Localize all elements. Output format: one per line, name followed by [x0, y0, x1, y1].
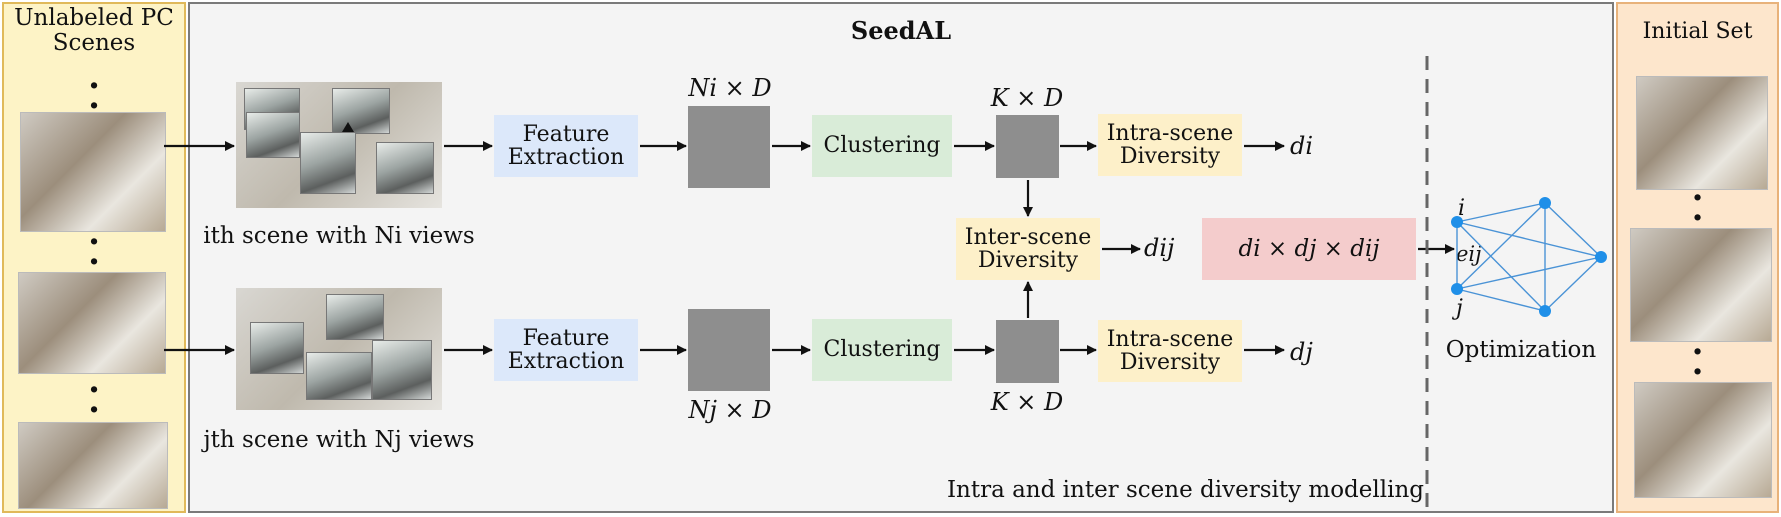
view-thumbnail: [300, 132, 356, 194]
initial-set-thumbnail: [1636, 76, 1768, 190]
graph-node: [1539, 305, 1551, 317]
cluster-matrix-i: [996, 115, 1059, 178]
camera-marker: [342, 122, 354, 132]
scene-thumbnail: [18, 422, 168, 509]
right-panel-title: Initial Set: [1642, 19, 1753, 44]
feature-matrix-j-label: Nj × D: [688, 396, 772, 424]
graph-node: [1451, 216, 1463, 228]
graph-node: [1595, 251, 1607, 263]
scene-j-views: [236, 288, 442, 410]
feature-matrix-j: [688, 309, 770, 391]
feature-extraction-box-i: Feature Extraction: [494, 115, 638, 177]
diversity-modelling-caption: Intra and inter scene diversity modellin…: [946, 477, 1424, 503]
optimization-graph: [1456, 202, 1602, 312]
seedal-title: SeedAL: [850, 16, 952, 45]
d-ij-output: dij: [1144, 234, 1175, 262]
view-thumbnail: [250, 322, 304, 374]
scene-thumbnail: [20, 112, 166, 232]
feature-matrix-i-label: Ni × D: [688, 74, 772, 102]
d-i-output: di: [1290, 132, 1314, 160]
graph-node: [1539, 197, 1551, 209]
view-thumbnail: [246, 112, 300, 158]
diversity-product-box: di × dj × dij: [1202, 218, 1416, 280]
scene-i-views: [236, 82, 442, 208]
feature-extraction-box-j: Feature Extraction: [494, 319, 638, 381]
edge-eij-label: eij: [1456, 242, 1482, 266]
clustering-box-j: Clustering: [812, 319, 952, 381]
graph-node: [1451, 283, 1463, 295]
initial-set-thumbnail: [1630, 228, 1772, 342]
initial-set-thumbnail: [1634, 382, 1772, 498]
view-thumbnail: [332, 88, 390, 134]
cluster-matrix-j-label: K × D: [990, 388, 1064, 416]
left-panel-title: Unlabeled PC Scenes: [14, 5, 174, 57]
d-j-output: dj: [1290, 338, 1313, 366]
scene-i-caption: ith scene with Ni views: [203, 223, 475, 249]
intra-scene-diversity-box-i: Intra-scene Diversity: [1098, 114, 1242, 176]
view-thumbnail: [306, 352, 372, 400]
view-thumbnail: [376, 142, 434, 194]
view-thumbnail: [372, 340, 432, 400]
intra-scene-diversity-box-j: Intra-scene Diversity: [1098, 320, 1242, 382]
optimization-label: Optimization: [1445, 337, 1597, 363]
inter-scene-diversity-box: Inter-scene Diversity: [956, 218, 1100, 280]
cluster-matrix-j: [996, 320, 1059, 383]
cluster-matrix-i-label: K × D: [990, 84, 1064, 112]
clustering-box-i: Clustering: [812, 115, 952, 177]
view-thumbnail: [326, 294, 384, 340]
node-j-label: j: [1456, 296, 1463, 321]
feature-matrix-i: [688, 106, 770, 188]
scene-thumbnail: [18, 272, 166, 374]
node-i-label: i: [1458, 196, 1466, 221]
scene-j-caption: jth scene with Nj views: [203, 427, 475, 453]
